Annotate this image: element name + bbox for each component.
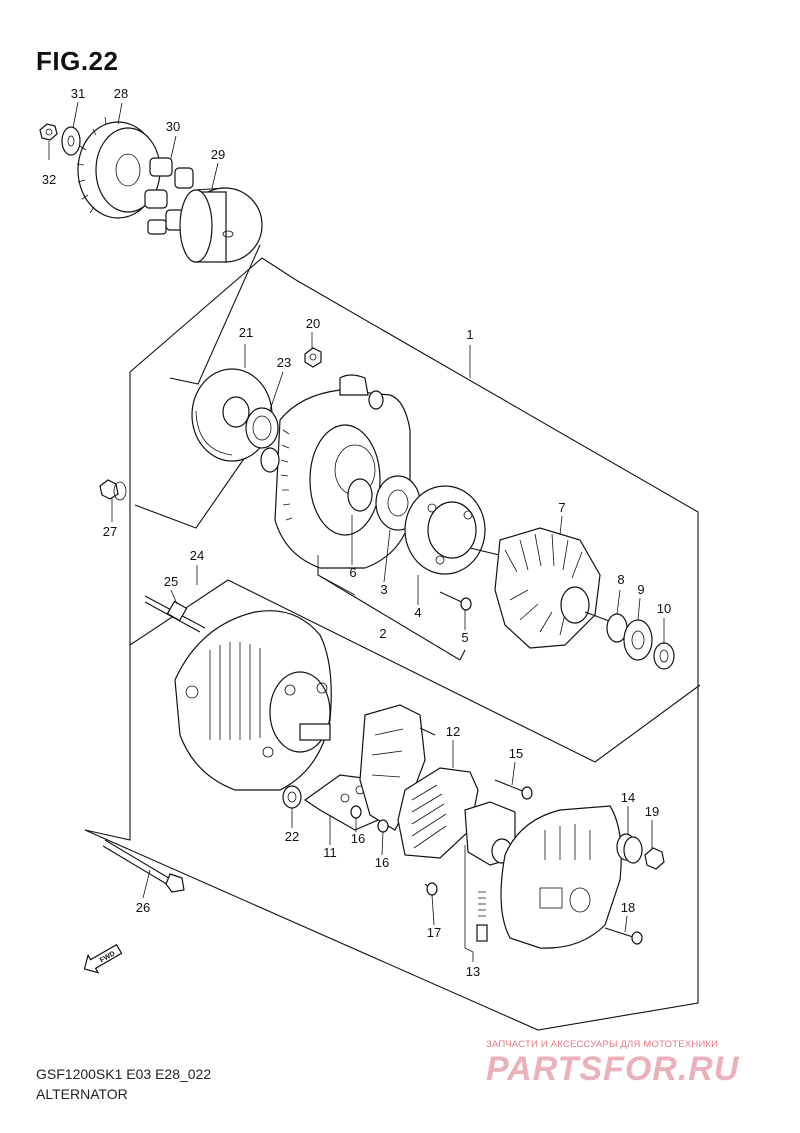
leader-15: [511, 761, 516, 786]
callout-26: 26: [136, 900, 150, 915]
callout-14: 14: [621, 790, 635, 805]
nut-19: [644, 847, 665, 870]
bolt-18: [604, 927, 643, 945]
callout-27: 27: [103, 524, 117, 539]
callout-20: 20: [306, 316, 320, 331]
callout-18: 18: [621, 900, 635, 915]
leader-27-frame: [134, 449, 251, 529]
nut-32: [39, 123, 58, 141]
leader-30: [170, 135, 177, 159]
bushing-22: [282, 785, 302, 809]
callout-16b: 16: [375, 855, 389, 870]
callout-31: 31: [71, 86, 85, 101]
collar-10: [653, 642, 675, 670]
bolt-25: [144, 595, 206, 633]
leader-18: [624, 915, 628, 933]
callout-29: 29: [211, 147, 225, 162]
gear-28: [76, 116, 161, 219]
leader-25: [170, 589, 178, 605]
callout-16a: 16: [351, 831, 365, 846]
callout-12: 12: [446, 724, 460, 739]
fwd-arrow-icon: FWD: [83, 943, 123, 974]
leader-29: [169, 244, 261, 385]
cap-14: [616, 833, 643, 864]
frame-group-2-end: [459, 649, 466, 661]
stator-housing: [174, 610, 332, 791]
leader-16b: [381, 831, 384, 856]
nut-20: [304, 347, 322, 368]
leader-3: [383, 529, 391, 583]
callout-9: 9: [637, 582, 644, 597]
callout-11: 11: [323, 845, 337, 860]
nut-27: [99, 479, 127, 501]
callout-23: 23: [277, 355, 291, 370]
frame-outline-left: [84, 257, 263, 841]
model-code: GSF1200SK1 E03 E28_022: [36, 1066, 212, 1082]
bearing-9: [623, 619, 653, 661]
callout-2: 2: [379, 626, 386, 641]
diagram-name: ALTERNATOR: [36, 1086, 128, 1102]
rotor-7: [469, 527, 621, 649]
callout-21: 21: [239, 325, 253, 340]
front-housing: [260, 374, 411, 569]
bolt-26: [102, 839, 185, 893]
callout-25: 25: [164, 574, 178, 589]
leader-28: [117, 102, 123, 125]
callout-3: 3: [380, 582, 387, 597]
pulley-29: [179, 187, 263, 263]
screw-16a: [350, 805, 362, 819]
brush-holder-13: [464, 801, 516, 942]
leader-26: [142, 869, 151, 899]
leader-23: [269, 371, 284, 411]
frame-inner-front: [227, 579, 701, 763]
screw-5: [439, 591, 472, 611]
leader-31: [72, 101, 79, 129]
leader-9: [637, 597, 641, 621]
frame-outline-top: [261, 257, 297, 281]
leader-7: [559, 515, 563, 536]
leader-13: [464, 845, 474, 962]
screw-16b: [377, 819, 389, 833]
bearing-23: [245, 407, 279, 449]
callout-13: 13: [466, 964, 480, 979]
callout-4: 4: [414, 605, 421, 620]
regulator-12: [397, 767, 479, 859]
screw-17: [424, 882, 438, 896]
callout-17: 17: [427, 925, 441, 940]
leader-8: [616, 589, 621, 615]
callout-15: 15: [509, 746, 523, 761]
callout-7: 7: [558, 500, 565, 515]
rear-cover: [500, 805, 622, 949]
callout-5: 5: [461, 630, 468, 645]
spacer-6: [347, 478, 373, 512]
watermark-tagline: ЗАПЧАСТИ И АКСЕССУАРЫ ДЛЯ МОТОТЕХНИКИ: [486, 1039, 719, 1050]
callout-10: 10: [657, 601, 671, 616]
callout-30: 30: [166, 119, 180, 134]
figure-title: FIG.22: [36, 46, 119, 76]
callout-6: 6: [349, 565, 356, 580]
retainer-plate-4: [404, 485, 486, 575]
watermark-logo: PARTSFOR.RU: [486, 1050, 740, 1088]
callout-19: 19: [645, 804, 659, 819]
callout-28: 28: [114, 86, 128, 101]
leader-2: [317, 555, 356, 596]
callout-1: 1: [466, 327, 473, 342]
damper-30: [144, 157, 194, 235]
leader-29-callout: [211, 162, 219, 189]
frame-outline-right: [84, 279, 699, 1031]
callout-22: 22: [285, 829, 299, 844]
callout-32: 32: [42, 172, 56, 187]
screw-15: [494, 779, 533, 800]
callout-8: 8: [617, 572, 624, 587]
callout-24: 24: [190, 548, 204, 563]
washer-31: [61, 126, 81, 156]
fwd-label: FWD: [99, 950, 116, 964]
leader-17: [431, 894, 435, 926]
